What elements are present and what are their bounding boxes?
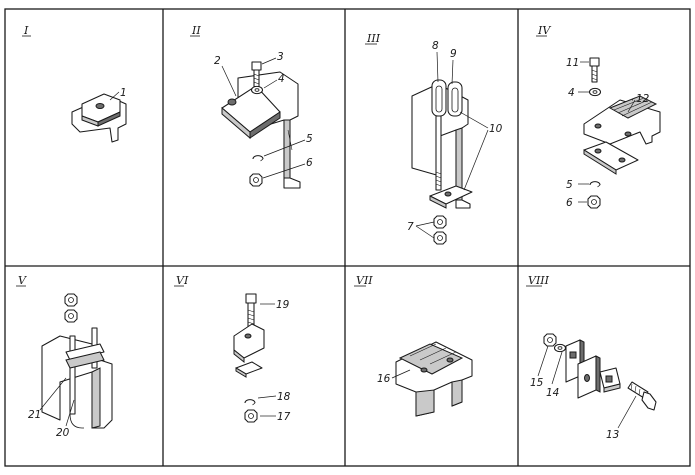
callout-label: 8 (432, 40, 439, 52)
nut (64, 309, 78, 323)
washer (588, 87, 602, 97)
nut (587, 195, 601, 209)
callout-label: 4 (568, 87, 575, 99)
callout-label: 15 (530, 377, 544, 389)
callout-label: 12 (636, 93, 650, 105)
panel-1: I 1 (22, 24, 127, 143)
double-channel-clamp (395, 341, 473, 417)
panel-numeral: V (18, 274, 27, 287)
callout-label: 5 (566, 179, 573, 191)
callout-label: 1 (120, 87, 127, 99)
profile-with-plate (71, 93, 127, 143)
bolt (245, 293, 257, 328)
panel-7: VII 16 (354, 274, 473, 417)
callout-label: 19 (276, 299, 290, 311)
callout-label: 6 (306, 157, 313, 169)
callout-label: 20 (56, 427, 70, 439)
callout-label: 16 (377, 373, 391, 385)
panel-grid (4, 8, 691, 467)
clamp-plate (221, 85, 281, 140)
nut (433, 215, 447, 229)
backing-plate (577, 355, 601, 399)
callout-label: 4 (278, 73, 285, 85)
panel-numeral: I (23, 24, 29, 37)
panel-5: V 21 20 (16, 274, 113, 439)
clamp-plate (429, 185, 473, 209)
callout-label: 18 (277, 391, 291, 403)
channel-with-plate (583, 95, 661, 145)
panel-2: II 2 3 4 5 6 (190, 24, 313, 189)
nut (543, 333, 557, 347)
callout-label: 17 (277, 411, 291, 423)
angle-bracket (233, 323, 265, 364)
square-nut-plate (599, 367, 621, 393)
spring-washer (252, 155, 264, 162)
small-plate (235, 361, 263, 378)
callout-label: 9 (450, 48, 457, 60)
callout-label: 14 (546, 387, 559, 399)
callout-label: 2 (214, 55, 221, 67)
bolt (627, 381, 657, 411)
nut (433, 231, 447, 245)
spring-washer (244, 399, 256, 406)
u-bolt (65, 327, 105, 429)
bolt (589, 57, 600, 83)
washer (553, 343, 567, 353)
panel-numeral: VII (356, 274, 373, 287)
callout-label: 6 (566, 197, 573, 209)
panel-numeral: VIII (528, 274, 550, 287)
backing-plate (583, 141, 639, 175)
callout-label: 10 (489, 123, 503, 135)
panel-6: VI 19 18 17 (174, 274, 291, 423)
panel-numeral: IV (537, 24, 551, 37)
panel-numeral: III (366, 32, 381, 45)
nut (249, 173, 263, 187)
panel-4: IV 11 4 12 5 6 (536, 24, 661, 209)
washer (250, 85, 264, 95)
callout-label: 7 (407, 221, 414, 233)
callout-label: 5 (306, 133, 313, 145)
callout-label: 3 (277, 51, 284, 63)
panel-numeral: VI (176, 274, 189, 287)
nut (244, 409, 258, 423)
nut (64, 293, 78, 307)
panel-8: VIII 15 14 13 (526, 274, 657, 441)
callout-label: 13 (606, 429, 619, 441)
panel-3: III 8 9 10 7 (365, 32, 503, 245)
hook-bolt (431, 79, 463, 191)
spring-washer (589, 181, 601, 188)
panel-numeral: II (191, 24, 201, 37)
callout-label: 11 (566, 57, 579, 69)
callout-label: 21 (28, 409, 41, 421)
